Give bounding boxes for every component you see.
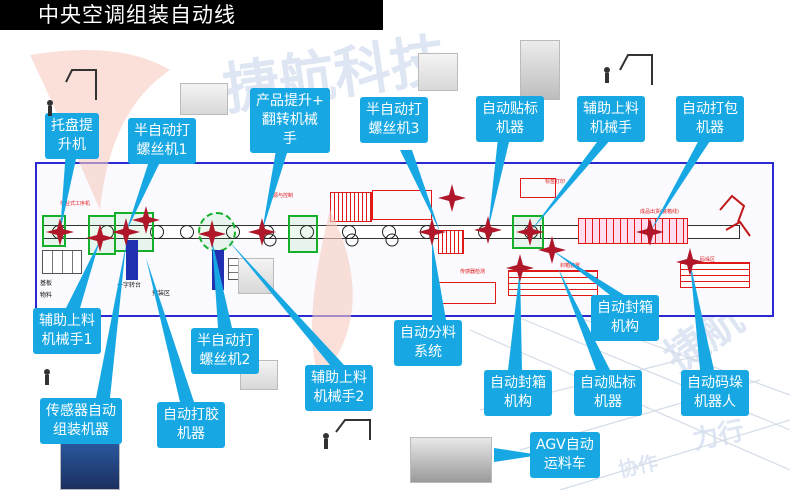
layout-label: 基板 xyxy=(40,280,53,287)
station-highlight xyxy=(512,215,544,249)
callout-agv: AGV自动 运料车 xyxy=(530,432,600,478)
roller xyxy=(260,225,274,239)
callout-screw-machine-1: 半自动打 螺丝机1 xyxy=(128,118,196,164)
station-highlight xyxy=(88,215,116,255)
roller xyxy=(382,225,396,239)
layout-note: 码垛区 xyxy=(700,257,716,263)
red-equipment xyxy=(508,270,598,296)
station-highlight xyxy=(42,215,66,247)
red-equipment xyxy=(438,230,464,254)
sensor-machine-photo xyxy=(60,440,120,490)
red-equipment xyxy=(680,262,750,288)
callout-palletizer: 自动码垛 机器人 xyxy=(681,370,749,416)
roller xyxy=(342,225,356,239)
callout-sensor-assembly: 传感器自动 组装机器 xyxy=(40,398,122,444)
callout-aux-feeder-2: 辅助上料 机械手2 xyxy=(305,365,373,411)
callout-tray-lift: 托盘提 升机 xyxy=(45,113,99,159)
red-equipment xyxy=(372,190,432,220)
layout-note: 成品出货(装箱线) xyxy=(640,209,679,215)
callout-packing-machine: 自动打包 机器 xyxy=(676,96,744,142)
equipment-photo xyxy=(180,83,228,115)
labeler-photo xyxy=(520,40,560,100)
callout-box-sealer-right: 自动封箱 机构 xyxy=(591,295,659,341)
product-block xyxy=(126,240,138,280)
callout-screw-machine-2: 半自动打 螺丝机2 xyxy=(191,328,259,374)
callout-aux-feeder-1: 辅助上料 机械手1 xyxy=(33,308,101,354)
callout-lift-flip: 产品提升+ 翻转机械 手 xyxy=(250,88,330,153)
callout-labeler-top: 自动贴标 机器 xyxy=(476,96,544,142)
layout-note: 作业式工序机 xyxy=(60,201,91,207)
callout-box-sealer-bottom: 自动封箱 机构 xyxy=(484,370,552,416)
callout-glue-machine: 自动打胶 机器 xyxy=(157,402,225,448)
red-equipment xyxy=(432,282,496,304)
roller xyxy=(478,225,492,239)
layout-note: 封箱装置 xyxy=(560,263,581,269)
layout-note: 电源与控制 xyxy=(268,193,294,199)
roller xyxy=(180,225,194,239)
layout-note: 传感器检测 xyxy=(460,269,486,275)
station-highlight xyxy=(288,215,318,253)
equipment-photo xyxy=(238,258,274,294)
callout-screw-machine-3: 半自动打 螺丝机3 xyxy=(360,97,428,143)
equipment-photo xyxy=(418,53,458,91)
watermark-lixing: 力行 xyxy=(689,415,748,457)
material-rack xyxy=(42,250,82,274)
station-highlight-round xyxy=(198,212,236,252)
callout-aux-feeder-top: 辅助上料 机械手 xyxy=(577,96,645,142)
layout-label: 十字转台 xyxy=(117,282,142,289)
page-title: 中央空调组装自动线 xyxy=(0,0,383,30)
roller xyxy=(420,225,434,239)
callout-sorting-system: 自动分料 系统 xyxy=(394,320,462,366)
callout-labeler-bottom: 自动贴标 机器 xyxy=(574,370,642,416)
product-block xyxy=(212,250,224,290)
watermark-xiezuo: 协作 xyxy=(616,450,661,482)
red-equipment xyxy=(330,192,372,222)
layout-label: 预装区 xyxy=(152,290,171,297)
layout-label: 物料 xyxy=(40,292,53,299)
red-equipment xyxy=(578,218,688,244)
agv-photo xyxy=(410,437,492,483)
layout-note: 标签打印 xyxy=(545,179,566,185)
